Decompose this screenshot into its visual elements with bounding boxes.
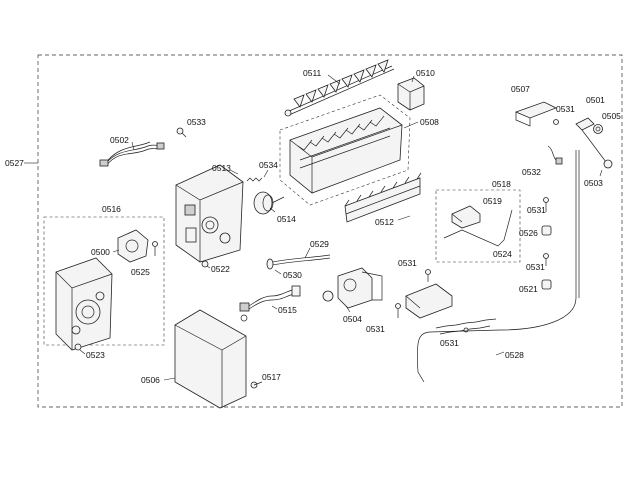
callout-0519: 0519 <box>483 196 502 206</box>
callout-0518: 0518 <box>492 179 511 189</box>
callout-0512: 0512 <box>375 217 394 227</box>
callout-0534: 0534 <box>259 160 278 170</box>
callout-0516: 0516 <box>102 204 121 214</box>
callout-0531-f: 0531 <box>440 338 459 348</box>
part-0503-ferrule <box>603 159 613 169</box>
part-0531-screw-b <box>425 269 431 282</box>
callout-0513: 0513 <box>212 163 231 173</box>
callout-0531-b: 0531 <box>527 205 546 215</box>
part-0524-wire-arm <box>443 209 513 247</box>
callout-0525: 0525 <box>131 267 150 277</box>
part-0512-shield <box>344 172 422 223</box>
part-0531-screw-c <box>543 197 549 212</box>
callout-0514: 0514 <box>277 214 296 224</box>
part-0531-screw-e <box>395 303 401 318</box>
part-0531-screw-a <box>553 119 559 125</box>
assembly-boundary <box>37 54 623 408</box>
part-mounting-plate <box>55 257 113 351</box>
part-0517-screw <box>250 381 263 389</box>
callout-0532: 0532 <box>522 167 541 177</box>
part-0515-wiring <box>239 285 301 322</box>
callout-0515: 0515 <box>278 305 297 315</box>
part-0514-motor <box>253 191 285 215</box>
callout-0530: 0530 <box>283 270 302 280</box>
part-0530-clamp <box>266 258 274 270</box>
callout-0503: 0503 <box>584 178 603 188</box>
part-0529-fill-tube <box>267 254 331 267</box>
part-0532-wire-clip <box>547 145 563 165</box>
callout-0508: 0508 <box>420 117 439 127</box>
callout-0529: 0529 <box>310 239 329 249</box>
callout-0531-d: 0531 <box>526 262 545 272</box>
part-lower-bracket <box>405 283 453 319</box>
callout-0524: 0524 <box>493 249 512 259</box>
part-0525-screw <box>152 241 158 256</box>
callout-0502: 0502 <box>110 135 129 145</box>
part-0508-ice-mold <box>289 107 403 194</box>
callout-0504: 0504 <box>343 314 362 324</box>
callout-0533: 0533 <box>187 117 206 127</box>
callout-0511: 0511 <box>303 68 322 78</box>
callout-0522: 0522 <box>211 264 230 274</box>
part-0526-clip <box>541 225 552 236</box>
callout-0523: 0523 <box>86 350 105 360</box>
part-0513-control-housing <box>175 164 244 263</box>
part-0531-screw-d <box>543 253 549 266</box>
part-0523-screw <box>74 343 82 351</box>
part-0519-bracket <box>451 205 481 229</box>
callout-0526: 0526 <box>519 228 538 238</box>
part-0501-fitting <box>575 117 607 163</box>
callout-0531-a: 0531 <box>556 104 575 114</box>
callout-0507: 0507 <box>511 84 530 94</box>
part-0534-spring <box>246 177 263 182</box>
callout-0531-e: 0531 <box>366 324 385 334</box>
part-0528-fill-line <box>416 150 580 383</box>
callout-0506: 0506 <box>141 375 160 385</box>
part-0533-screw <box>176 127 187 138</box>
part-0507-clip <box>514 101 557 127</box>
callout-0517: 0517 <box>262 372 281 382</box>
part-0511-ejector <box>284 59 395 117</box>
part-0522-screw <box>201 260 211 269</box>
part-0506-front-cover <box>174 309 247 409</box>
part-0504-water-valve <box>322 267 383 309</box>
callout-0521: 0521 <box>519 284 538 294</box>
part-0510-cover <box>397 77 425 111</box>
part-0505-nut <box>593 124 603 134</box>
callout-0528: 0528 <box>505 350 524 360</box>
callout-0531-c: 0531 <box>398 258 417 268</box>
part-0500-thermostat <box>117 229 149 263</box>
callout-0505: 0505 <box>602 111 621 121</box>
callout-0501: 0501 <box>586 95 605 105</box>
callout-0500: 0500 <box>91 247 110 257</box>
callout-0510: 0510 <box>416 68 435 78</box>
part-0521-clip <box>541 279 552 290</box>
part-0502-wire-harness <box>99 141 165 167</box>
callout-0527: 0527 <box>5 158 24 168</box>
